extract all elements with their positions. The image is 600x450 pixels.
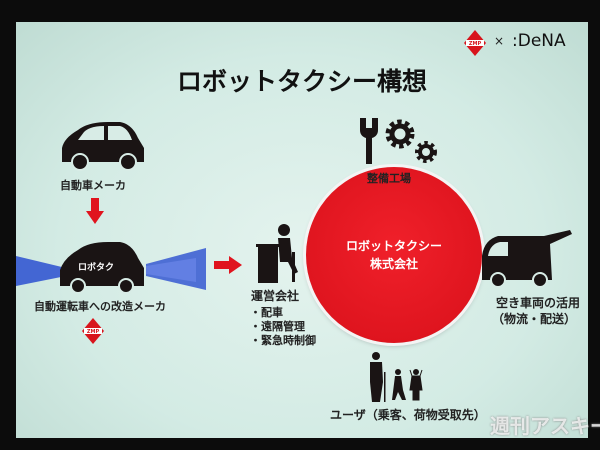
slide: ZMP × :DeNA ロボットタクシー構想 自動車メーカ ロボタク 自動運転車… [16, 22, 600, 438]
car-icon [62, 122, 144, 171]
robotaxi-company-circle: ロボットタクシー 株式会社 [306, 167, 482, 343]
arrow-right-icon [214, 256, 242, 274]
maintenance-label: 整備工場 [367, 172, 411, 185]
van-icon [482, 230, 572, 288]
car-maker-label: 自動車メーカ [60, 179, 126, 192]
watermark: 週刊アスキー [490, 414, 600, 438]
users-label: ユーザ（乗客、荷物受取先） [330, 408, 486, 422]
conversion-maker-label: 自動運転車への改造メーカ [34, 300, 166, 313]
zmp-logo: ZMP [464, 30, 486, 56]
center-line2: 株式会社 [369, 257, 418, 271]
zmp-logo-small: ZMP [82, 318, 104, 344]
operator-bullet: ・緊急時制御 [250, 334, 316, 347]
robotaxi-car-label: ロボタク [78, 263, 115, 273]
tools-gears-icon [360, 118, 437, 164]
dena-logo: :DeNA [512, 31, 566, 51]
times-sign: × [494, 34, 505, 48]
operator-desk-icon [256, 224, 298, 283]
svg-text:ZMP: ZMP [469, 41, 482, 47]
idle-vehicle-sub: （物流・配送） [492, 312, 577, 326]
operator-bullet: ・遠隔管理 [250, 320, 305, 333]
svg-text:ZMP: ZMP [87, 329, 100, 335]
autonomous-car-icon [16, 242, 206, 294]
operator-title: 運営会社 [251, 289, 300, 303]
users-icon [370, 352, 423, 402]
idle-vehicle-label: 空き車両の活用 [496, 296, 581, 310]
center-line1: ロボットタクシー [345, 239, 442, 253]
arrow-down-icon [86, 198, 104, 224]
operator-bullet: ・配車 [250, 306, 283, 319]
slide-title: ロボットタクシー構想 [176, 67, 427, 96]
